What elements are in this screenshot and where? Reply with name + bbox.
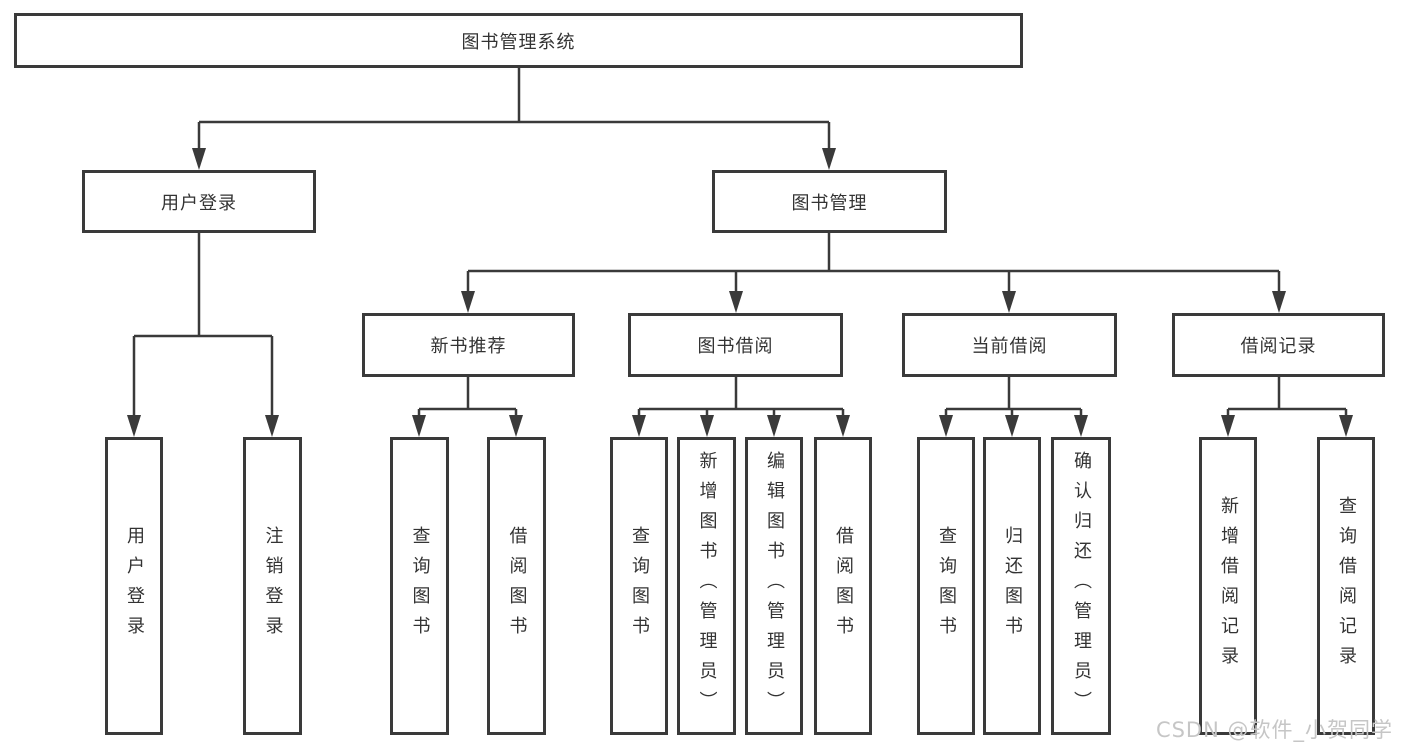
leaf-label: 新增借阅记录	[1218, 496, 1239, 676]
connector-user-login	[132, 233, 274, 417]
leaf-query-borrow-record: 查询借阅记录	[1317, 437, 1375, 735]
csdn-watermark: CSDN @软件_小贺同学	[1155, 718, 1393, 742]
leaf-add-borrow-record: 新增借阅记录	[1199, 437, 1257, 735]
leaf-borrow-books: 借阅图书	[814, 437, 872, 735]
leaf-label: 用户登录	[124, 526, 145, 646]
leaf-confirm-return-admin: 确认归还（管理员）	[1051, 437, 1111, 735]
arrowhead	[767, 415, 781, 437]
node-borrow-records: 借阅记录	[1172, 313, 1385, 377]
leaf-borrow-books-recommend: 借阅图书	[487, 437, 546, 735]
arrowhead	[509, 415, 523, 437]
arrowhead	[461, 291, 475, 313]
arrowhead	[1339, 415, 1353, 437]
leaf-return-books: 归还图书	[983, 437, 1041, 735]
leaf-label: 新增图书（管理员）	[696, 451, 718, 721]
leaf-label: 注销登录	[262, 526, 284, 646]
connector-borrow-records	[1226, 377, 1348, 417]
node-new-book-recommend: 新书推荐	[362, 313, 575, 377]
arrowhead	[1272, 291, 1286, 313]
leaf-label: 确认归还（管理员）	[1071, 451, 1092, 721]
leaf-add-books-admin: 新增图书（管理员）	[677, 437, 736, 735]
leaf-edit-books-admin: 编辑图书（管理员）	[745, 437, 803, 735]
arrowhead	[192, 148, 206, 170]
arrowhead	[1002, 291, 1016, 313]
leaf-label: 查询图书	[409, 526, 431, 646]
node-library-system: 图书管理系统	[14, 13, 1023, 68]
leaf-user-login: 用户登录	[105, 437, 163, 735]
arrowhead	[265, 415, 279, 437]
connector-book-mgmt	[466, 233, 1281, 293]
connector-book-borrow	[637, 377, 845, 417]
arrowhead	[1005, 415, 1019, 437]
leaf-query-books-current: 查询图书	[917, 437, 975, 735]
arrowhead	[700, 415, 714, 437]
leaf-label: 查询借阅记录	[1336, 496, 1357, 676]
arrowhead	[632, 415, 646, 437]
leaf-label: 查询图书	[629, 526, 650, 646]
arrowhead	[127, 415, 141, 437]
leaf-label: 查询图书	[936, 526, 957, 646]
leaf-label: 借阅图书	[506, 526, 528, 646]
connector-new-book	[417, 377, 518, 417]
leaf-query-books-recommend: 查询图书	[390, 437, 449, 735]
connector-current-borrow	[944, 377, 1083, 417]
arrowhead	[822, 148, 836, 170]
arrowhead	[1074, 415, 1088, 437]
node-book-borrow: 图书借阅	[628, 313, 843, 377]
arrowhead	[729, 291, 743, 313]
leaf-label: 编辑图书（管理员）	[764, 451, 785, 721]
arrowhead	[412, 415, 426, 437]
arrowhead	[836, 415, 850, 437]
connector-root	[197, 68, 831, 150]
node-user-login: 用户登录	[82, 170, 316, 233]
arrowhead	[939, 415, 953, 437]
leaf-label: 归还图书	[1002, 526, 1023, 646]
arrowhead	[1221, 415, 1235, 437]
leaf-query-books-borrow: 查询图书	[610, 437, 668, 735]
leaf-logout: 注销登录	[243, 437, 302, 735]
leaf-label: 借阅图书	[833, 526, 854, 646]
node-current-borrow: 当前借阅	[902, 313, 1117, 377]
node-book-management: 图书管理	[712, 170, 947, 233]
